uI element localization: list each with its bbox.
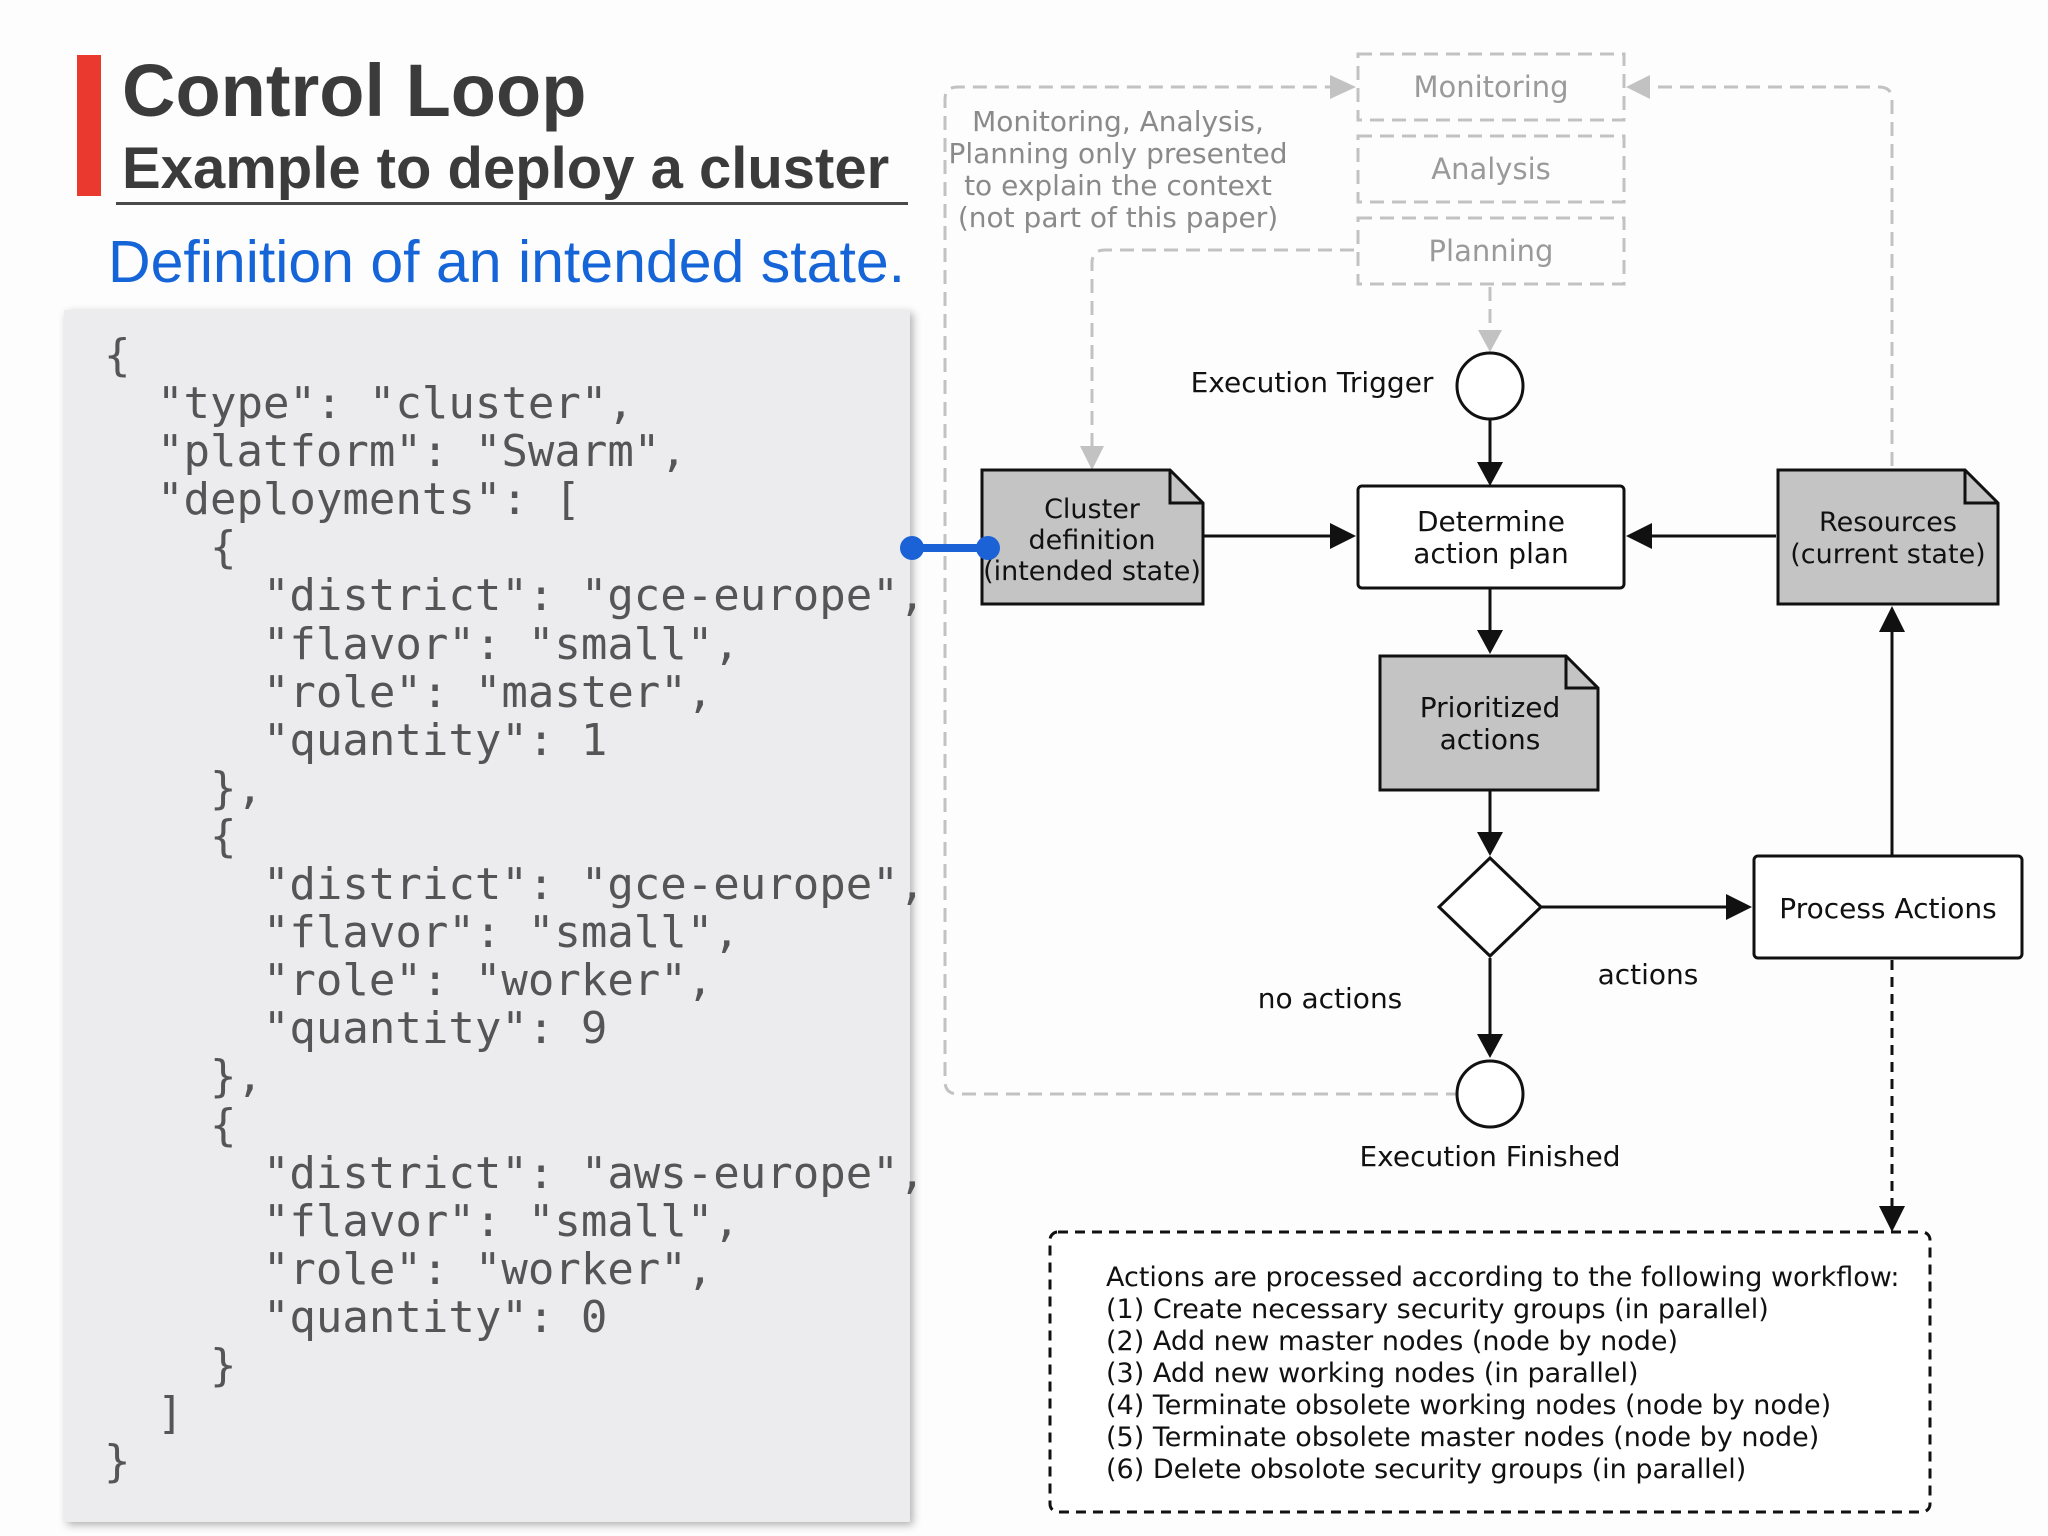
mape-note-line: Monitoring, Analysis,	[972, 105, 1264, 138]
resources-label: (current state)	[1790, 539, 1985, 570]
cluster-definition-label: (intended state)	[983, 556, 1201, 587]
execution-finished: Execution Finished	[1359, 1059, 1621, 1173]
determine-action-plan-box: Determine action plan	[1356, 484, 1626, 590]
json-code-panel: { "type": "cluster", "platform": "Swarm"…	[64, 310, 925, 1522]
prioritized-actions-document: Prioritized actions	[1378, 654, 1600, 792]
workflow-note-line: (1) Create necessary security groups (in…	[1106, 1294, 1769, 1325]
json-code-sample: { "type": "cluster", "platform": "Swarm"…	[104, 330, 926, 1488]
determine-action-plan-label: action plan	[1413, 537, 1569, 570]
cluster-definition-label: Cluster	[1044, 494, 1141, 525]
actions-edge-label: actions	[1598, 958, 1699, 991]
mape-note: Monitoring, Analysis, Planning only pres…	[948, 105, 1287, 234]
analysis-label: Analysis	[1431, 152, 1550, 186]
execution-finished-label: Execution Finished	[1359, 1140, 1620, 1173]
workflow-note-line: (5) Terminate obsolete master nodes (nod…	[1106, 1422, 1819, 1453]
execution-trigger: Execution Trigger	[1191, 351, 1525, 421]
process-actions-box: Process Actions	[1752, 854, 2024, 960]
mape-note-line: to explain the context	[964, 169, 1272, 202]
planning-label: Planning	[1429, 234, 1554, 268]
workflow-note-line: (2) Add new master nodes (node by node)	[1106, 1326, 1678, 1357]
monitoring-box: Monitoring	[1356, 52, 1626, 122]
mape-dashed-arrowheads	[1080, 75, 1650, 470]
decision-diamond	[1436, 855, 1544, 959]
process-actions-label: Process Actions	[1779, 892, 1996, 925]
flow-arrowheads	[1330, 462, 1905, 1232]
title-divider	[116, 202, 908, 205]
mape-dashed-connectors	[943, 85, 1894, 1096]
monitoring-label: Monitoring	[1413, 70, 1568, 104]
prioritized-actions-label: Prioritized	[1420, 691, 1561, 724]
slide-subtitle: Example to deploy a cluster	[122, 136, 890, 201]
resources-document: Resources (current state)	[1776, 468, 2000, 606]
mape-note-line: Planning only presented	[948, 137, 1287, 170]
slide-title: Control Loop	[122, 49, 587, 132]
planning-box: Planning	[1356, 216, 1626, 286]
title-accent-bar	[77, 55, 101, 196]
prioritized-actions-label: actions	[1440, 723, 1541, 756]
workflow-note: Actions are processed according to the f…	[1048, 1230, 1932, 1514]
determine-action-plan-label: Determine	[1417, 505, 1565, 538]
workflow-note-line: Actions are processed according to the f…	[1106, 1262, 1900, 1293]
resources-label: Resources	[1819, 507, 1957, 538]
analysis-box: Analysis	[1356, 134, 1626, 204]
cluster-definition-document: Cluster definition (intended state)	[980, 468, 1205, 606]
code-link-connector	[900, 536, 1000, 560]
no-actions-edge-label: no actions	[1258, 982, 1403, 1015]
workflow-note-line: (4) Terminate obsolete working nodes (no…	[1106, 1390, 1831, 1421]
workflow-note-line: (3) Add new working nodes (in parallel)	[1106, 1358, 1639, 1389]
workflow-note-line: (6) Delete obsolote security groups (in …	[1106, 1454, 1746, 1485]
execution-trigger-label: Execution Trigger	[1191, 366, 1434, 399]
cluster-definition-label: definition	[1028, 525, 1155, 556]
definition-heading: Definition of an intended state.	[108, 229, 906, 295]
mape-note-line: (not part of this paper)	[958, 201, 1278, 234]
flow-connectors	[1203, 420, 1894, 1206]
